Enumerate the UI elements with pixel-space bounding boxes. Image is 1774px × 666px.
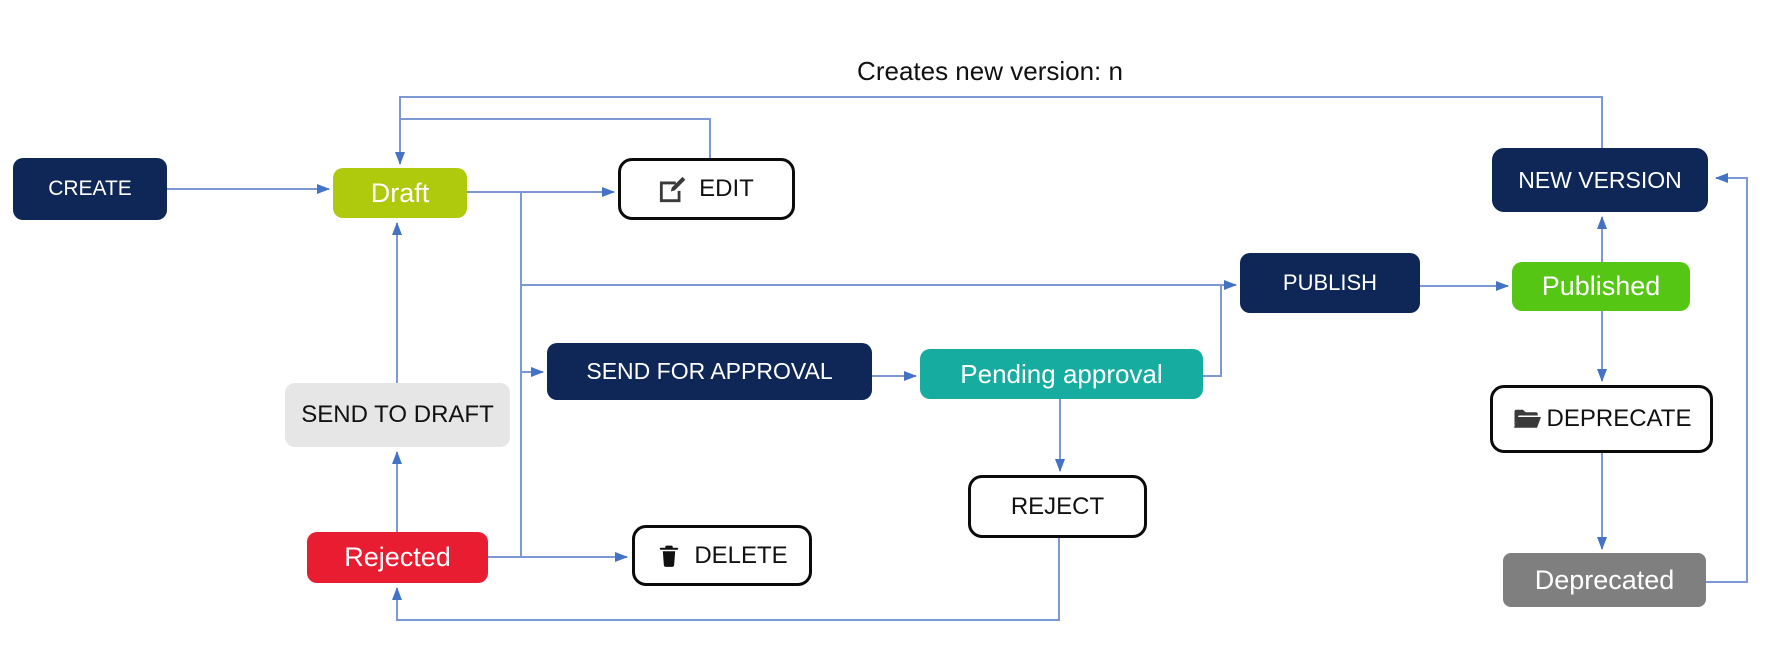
- deprecate-label: DEPRECATE: [1546, 405, 1692, 432]
- new-version-label: NEW VERSION: [1518, 166, 1682, 193]
- delete-label: DELETE: [694, 541, 788, 569]
- new-version-node: NEW VERSION: [1492, 148, 1708, 212]
- pencil-square-icon: [659, 175, 687, 203]
- pending-approval-state-node: Pending approval: [920, 349, 1203, 399]
- create-label: CREATE: [48, 177, 132, 200]
- deprecate-node: DEPRECATE: [1490, 385, 1713, 453]
- edit-node: EDIT: [618, 158, 795, 220]
- send-for-approval-node: SEND FOR APPROVAL: [547, 343, 872, 400]
- draft-label: Draft: [370, 177, 430, 208]
- publish-node: PUBLISH: [1240, 253, 1420, 313]
- trash-icon: [656, 543, 682, 569]
- send-to-draft-label: SEND TO DRAFT: [301, 401, 494, 428]
- edge-edit-draft: [401, 118, 711, 158]
- edit-label: EDIT: [699, 175, 754, 202]
- create-node: CREATE: [13, 158, 167, 220]
- reject-node: REJECT: [968, 475, 1147, 538]
- deprecated-state-node: Deprecated: [1503, 553, 1706, 607]
- reject-label: REJECT: [1010, 492, 1105, 520]
- draft-state-node: Draft: [333, 168, 467, 218]
- publish-label: PUBLISH: [1282, 270, 1378, 295]
- published-state-node: Published: [1512, 262, 1690, 311]
- pending-approval-label: Pending approval: [960, 358, 1163, 389]
- delete-node: DELETE: [632, 525, 812, 586]
- edge-pending-publish: [1203, 286, 1222, 377]
- rejected-state-node: Rejected: [307, 532, 488, 583]
- creates-new-version-label: Creates new version: n: [857, 56, 1123, 86]
- edge-deprecated-newversion: [1706, 173, 1748, 583]
- send-to-draft-node: SEND TO DRAFT: [285, 383, 510, 447]
- folder-open-icon: [1512, 404, 1542, 434]
- deprecated-label: Deprecated: [1534, 564, 1675, 595]
- edge-reject-rejected: [392, 538, 1060, 621]
- rejected-label: Rejected: [344, 542, 451, 572]
- edge-newversion-draft: [395, 96, 1603, 165]
- send-for-approval-label: SEND FOR APPROVAL: [586, 358, 833, 384]
- published-label: Published: [1541, 271, 1661, 301]
